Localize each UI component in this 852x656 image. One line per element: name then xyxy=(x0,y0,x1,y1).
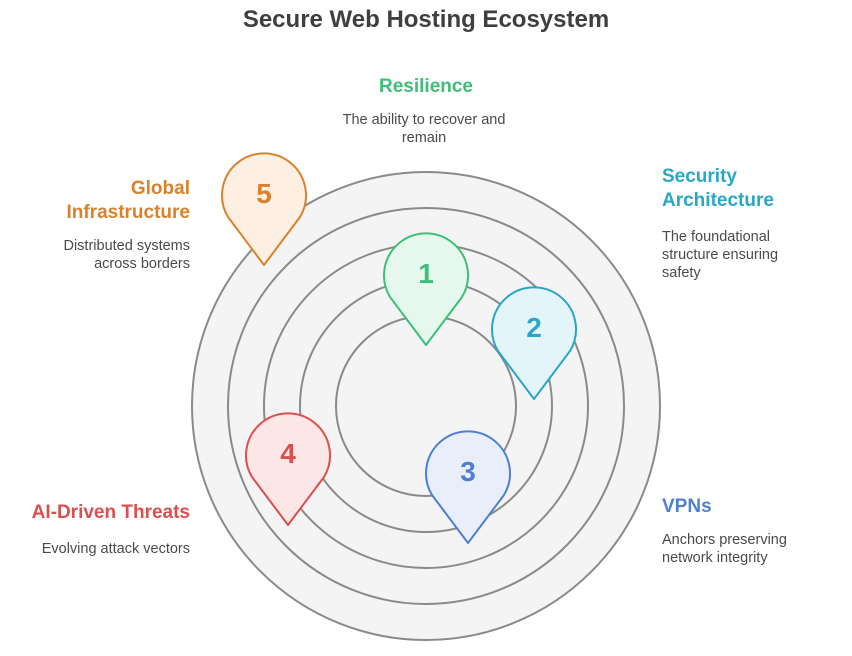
label-ai-driven-threats: AI-Driven Threats xyxy=(31,502,190,523)
pin-2-number: 2 xyxy=(526,312,542,343)
desc-ai-driven-threats: Evolving attack vectors xyxy=(41,541,190,557)
label-global-infrastructure: Global Infrastructure xyxy=(66,178,190,223)
label-vpns: VPNs xyxy=(662,496,712,517)
pin-3: 3 xyxy=(425,430,511,544)
pin-5-shape xyxy=(221,152,307,266)
label-security-architecture: Security Architecture xyxy=(662,166,774,211)
pin-4: 4 xyxy=(245,412,331,526)
label-resilience: Resilience xyxy=(379,76,473,97)
pin-1-shape xyxy=(383,232,469,346)
pin-5: 5 xyxy=(221,152,307,266)
pin-1: 1 xyxy=(383,232,469,346)
pin-4-shape xyxy=(245,412,331,526)
pin-3-shape xyxy=(425,430,511,544)
desc-vpns: Anchors preserving network integrity xyxy=(662,532,787,566)
pin-3-number: 3 xyxy=(460,456,476,487)
desc-global-infrastructure: Distributed systems across borders xyxy=(63,238,190,272)
desc-security-architecture: The foundational structure ensuring safe… xyxy=(662,229,779,281)
page-title: Secure Web Hosting Ecosystem xyxy=(242,6,610,33)
pin-2-shape xyxy=(491,286,577,400)
pin-5-number: 5 xyxy=(256,178,272,209)
pin-4-number: 4 xyxy=(280,438,296,469)
pin-1-number: 1 xyxy=(418,258,434,289)
pin-2: 2 xyxy=(491,286,577,400)
desc-resilience: The ability to recover and remain xyxy=(342,112,506,146)
